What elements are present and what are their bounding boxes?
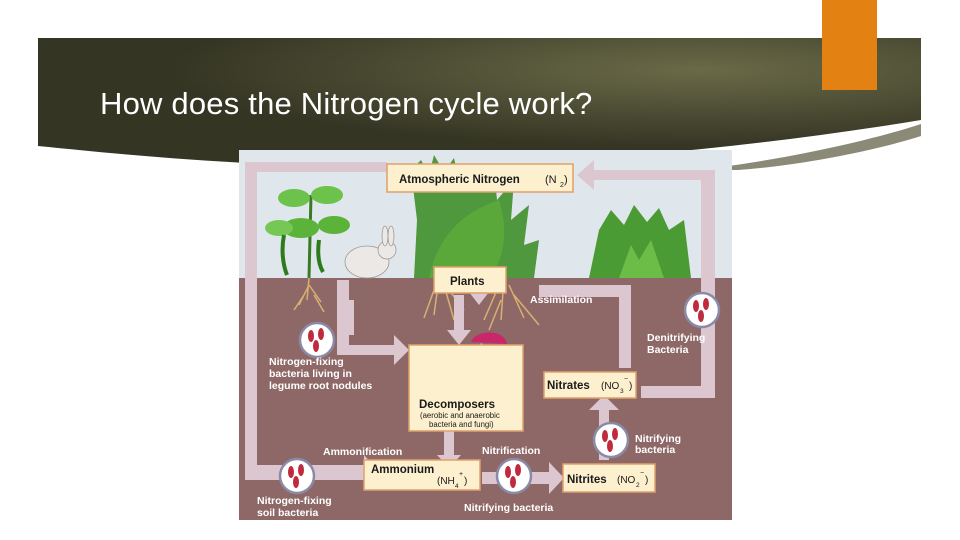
atmospheric-label: Atmospheric Nitrogen xyxy=(399,174,520,186)
decomposers-note-1: (aerobic and anaerobic xyxy=(420,411,500,420)
legume-label-line2: bacteria living in xyxy=(269,368,352,380)
ammonium-label: Ammonium xyxy=(371,464,434,476)
nitrogen-cycle-diagram: Atmospheric Nitrogen (N 2 ) Plants Decom… xyxy=(239,150,732,520)
bacteria-soil-icon xyxy=(280,459,314,493)
ammonium-formula-sup: + xyxy=(459,471,463,478)
nitrates-formula-close: ) xyxy=(629,381,632,392)
soil-bacteria-label-line1: Nitrogen-fixing xyxy=(257,495,332,507)
denitrifying-label-line2: Bacteria xyxy=(647,344,689,356)
nitrates-formula-sup: − xyxy=(624,376,628,383)
nitrites-formula-sup: − xyxy=(640,470,644,477)
decomposers-note-2: bacteria and fungi) xyxy=(429,420,494,429)
bacteria-nitrifying-icon xyxy=(594,423,628,457)
bacteria-legume-icon xyxy=(300,323,334,357)
legume-label-line3: legume root nodules xyxy=(269,380,372,392)
nitrifying-label-line2: bacteria xyxy=(635,444,675,456)
box-plants: Plants xyxy=(434,267,506,293)
box-decomposers: Decomposers (aerobic and anaerobic bacte… xyxy=(409,345,523,431)
nitrites-formula: (NO xyxy=(617,475,636,486)
denitrifying-label-line1: Denitrifying xyxy=(647,332,705,344)
box-nitrites: Nitrites (NO 2 − ) xyxy=(563,464,655,492)
decomposers-label: Decomposers xyxy=(419,399,495,411)
bacteria-nitrification-icon xyxy=(497,459,531,493)
nitrates-label: Nitrates xyxy=(547,380,590,392)
plants-label: Plants xyxy=(450,276,485,288)
nitrites-formula-close: ) xyxy=(645,475,648,486)
slide-title: How does the Nitrogen cycle work? xyxy=(100,86,593,122)
soil-bacteria-label-line2: soil bacteria xyxy=(257,507,318,519)
nitrifying-bacteria-bottom-label: Nitrifying bacteria xyxy=(464,502,553,514)
ammonium-formula-close: ) xyxy=(464,476,467,487)
nitrates-formula-sub: 3 xyxy=(620,388,624,395)
assimilation-label: Assimilation xyxy=(530,294,592,306)
nitrites-label: Nitrites xyxy=(567,474,607,486)
atmospheric-formula: (N xyxy=(545,174,557,186)
box-ammonium: Ammonium (NH 4 + ) xyxy=(364,460,480,490)
box-nitrates: Nitrates (NO 3 − ) xyxy=(544,372,636,398)
box-atmospheric-nitrogen: Atmospheric Nitrogen (N 2 ) xyxy=(387,164,573,192)
nitrites-formula-sub: 2 xyxy=(636,482,640,489)
nitrates-formula: (NO xyxy=(601,381,620,392)
ammonification-label: Ammonification xyxy=(323,446,402,458)
ammonium-formula: (NH xyxy=(437,476,455,487)
ammonium-formula-sub: 4 xyxy=(455,483,459,490)
accent-bar xyxy=(822,0,877,90)
bacteria-denitrifying-icon xyxy=(685,293,719,327)
nitrification-label: Nitrification xyxy=(482,445,540,457)
legume-label-line1: Nitrogen-fixing xyxy=(269,356,344,368)
atmospheric-formula-close: ) xyxy=(564,174,568,186)
